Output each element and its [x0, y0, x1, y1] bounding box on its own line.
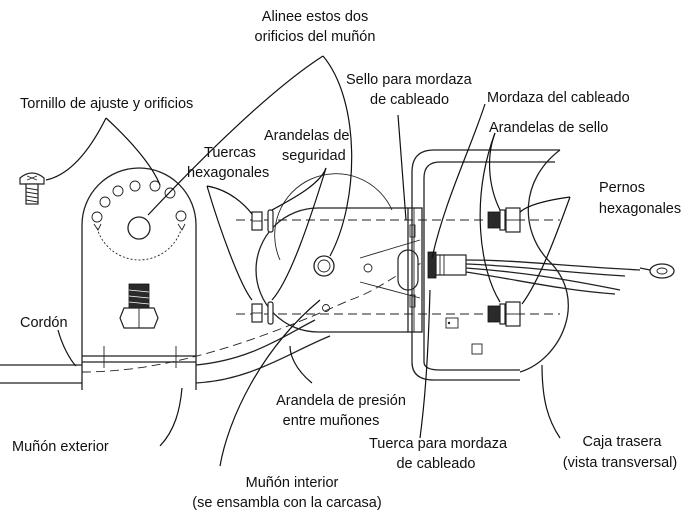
label-lock-washers-line2: seguridad [282, 148, 346, 164]
outer-trunnion-part [81, 167, 197, 390]
label-hex-nuts-line1: Tuercas [204, 145, 256, 161]
rear-box-part [411, 149, 569, 381]
label-cable-clamp: Mordaza del cableado [487, 90, 630, 106]
label-clamp-nut-line1: Tuerca para mordaza [369, 436, 508, 452]
label-seal-line1: Sello para mordaza [346, 72, 473, 88]
label-hex-bolts-line1: Pernos [599, 180, 645, 196]
label-seal-line2: de cableado [370, 92, 449, 108]
leader-lines [45, 55, 571, 467]
label-lock-washers-line1: Arandelas de [264, 128, 349, 144]
label-inner-trunnion-line2: (se ensambla con la carcasa) [192, 495, 381, 511]
cord-part [0, 261, 426, 384]
label-rear-box-line1: Caja trasera [583, 434, 663, 450]
label-seal-washers: Arandelas de sello [489, 120, 608, 136]
labels: Alinee estos dos orificios del muñón Tor… [12, 9, 681, 511]
label-inner-trunnion-line1: Muñón interior [246, 475, 339, 491]
cable-clamp-part [427, 251, 675, 295]
inner-trunnion-part [255, 173, 423, 333]
label-pressure-washer-line1: Arandela de presión [276, 393, 406, 409]
label-pressure-washer-line2: entre muñones [283, 413, 380, 429]
label-adjust-screw: Tornillo de ajuste y orificios [20, 96, 193, 112]
label-hex-nuts-line2: hexagonales [187, 165, 269, 181]
label-rear-box-line2: (vista transversal) [563, 455, 677, 471]
label-align-line1: Alinee estos dos [262, 9, 368, 25]
label-clamp-nut-line2: de cableado [396, 456, 475, 472]
label-hex-bolts-line2: hexagonales [599, 201, 681, 217]
adjustment-screw-part [19, 172, 45, 205]
diagram-drawing [0, 149, 675, 390]
label-outer-trunnion: Muñón exterior [12, 439, 109, 455]
label-cord: Cordón [20, 315, 68, 331]
hex-bolts-and-seal-washers-part [487, 207, 521, 327]
hex-nuts-and-lock-washers-part [251, 209, 274, 325]
label-align-line2: orificios del muñón [255, 29, 376, 45]
